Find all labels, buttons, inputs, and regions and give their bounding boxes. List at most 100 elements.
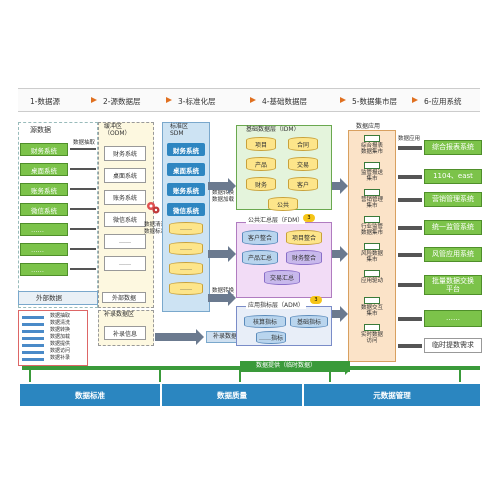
idm-title: 基础数据层（IDM） <box>246 126 300 133</box>
idm-item: 交易 <box>288 157 318 171</box>
app-item: 风管应用系统 <box>424 247 482 262</box>
legend-label: 数据转换 <box>50 327 71 333</box>
source-item: 财务系统 <box>20 143 68 156</box>
fdm-item: 产品汇总 <box>242 250 278 265</box>
clean-label: 数据清洗 数据标准化 <box>144 222 172 235</box>
source-item: 微信系统 <box>20 203 68 216</box>
stage-label: 5-数据集市层 <box>352 97 397 106</box>
stage-label: 3-标准化层 <box>178 97 216 106</box>
fdm-item: 项目整合 <box>286 230 322 245</box>
legend-label: 数据抽取 <box>50 313 71 319</box>
legend-label: 数据加载 <box>50 334 71 340</box>
stage-label: 6-应用系统 <box>424 97 462 106</box>
legend-arrow-icon <box>22 337 44 340</box>
supplement-item: 补录信息 <box>104 326 146 340</box>
mart-label: 实时数据 访问 <box>360 332 383 345</box>
mart-label: 综合报表 数据集市 <box>360 143 383 156</box>
ods-gear-icon <box>146 200 160 214</box>
app-arrow-icon <box>398 316 422 321</box>
ods-item: 微信系统 <box>104 212 146 227</box>
app-arrow-icon <box>398 225 422 230</box>
bottom-arrow-label: 数据提供（临时数据） <box>256 362 317 369</box>
app-item: 批量数据交换 平台 <box>424 275 482 295</box>
bottom-arrow-label-box <box>240 361 350 372</box>
source-item: 桌面系统 <box>20 163 68 176</box>
app-item: 临时提数需求 <box>424 338 482 353</box>
badge-icon-2: 3 <box>310 296 322 304</box>
idm-item: 产品 <box>246 157 276 171</box>
source-arrow-icon <box>70 148 96 150</box>
bottom-bar-standards: 数据标准 <box>20 384 160 406</box>
ods-item: 桌面系统 <box>104 168 146 183</box>
legend-arrow-icon <box>22 344 44 347</box>
fdm-item: 财务整合 <box>286 250 322 265</box>
fdm-item: 客户整合 <box>242 230 278 245</box>
idm-item: 合同 <box>288 137 318 151</box>
legend-arrow-icon <box>22 351 44 354</box>
legend-arrow-icon <box>22 323 44 326</box>
sdm-placeholder: …… <box>169 242 203 255</box>
source-arrow-icon <box>70 208 96 210</box>
source-panel <box>18 122 98 308</box>
mart-icon <box>364 270 380 277</box>
legend-label: 数据清洗 <box>50 320 71 326</box>
transform-label-1: 数据转换 数据加载 <box>212 190 235 203</box>
external-source-label: 外部数据 <box>36 294 62 302</box>
adm-item: ……指标 <box>256 331 286 344</box>
supplement-data-label: 补录数据 <box>213 333 238 340</box>
bottom-bar-metadata: 元数据管理 <box>304 384 480 406</box>
app-arrow-icon <box>398 283 422 287</box>
mart-icon <box>364 189 380 196</box>
mart-label: 风险数据 集市 <box>360 251 383 264</box>
mart-label: 营销管理 集市 <box>360 197 383 210</box>
idm-item: 客户 <box>288 177 318 191</box>
sdm-placeholder: …… <box>169 282 203 295</box>
source-arrow-icon <box>70 268 96 270</box>
source-item: …… <box>20 223 68 236</box>
stage-arrow-icon <box>340 97 346 103</box>
source-arrow-icon <box>70 248 96 250</box>
mart-icon <box>364 162 380 169</box>
sdm-title: 标准区 SDM <box>170 123 189 138</box>
sdm-item: 财务系统 <box>167 143 205 156</box>
app-item: 营销管理系统 <box>424 192 482 207</box>
source-item: …… <box>20 263 68 276</box>
sdm-item: 账务系统 <box>167 183 205 196</box>
stage-arrow-icon <box>412 97 418 103</box>
source-arrow-icon <box>70 228 96 230</box>
app-arrow-icon <box>398 197 422 202</box>
app-item: 统一监管系统 <box>424 220 482 235</box>
adm-item: 核算指标 <box>244 315 286 328</box>
ods-item: …… <box>104 234 146 249</box>
legend-arrow-icon <box>22 358 44 361</box>
legend-arrow-icon <box>22 330 44 333</box>
source-arrow-icon <box>70 168 96 170</box>
app-arrow-icon <box>398 252 422 257</box>
stage-arrow-icon <box>91 97 97 103</box>
stage-label: 1-数据源 <box>30 97 60 106</box>
stage-arrow-icon <box>166 97 172 103</box>
mart-label: 行业监管 数据集市 <box>360 224 383 237</box>
app-arrow-icon <box>398 174 422 179</box>
ods-item: 财务系统 <box>104 146 146 161</box>
app-arrow-icon <box>398 145 422 150</box>
external-source-box <box>18 291 98 305</box>
app-arrow-icon <box>398 343 422 348</box>
fdm-item: 交易汇总 <box>264 270 300 285</box>
source-arrow-icon <box>70 188 96 190</box>
ods-title: 缓冲区 （ODM） <box>104 123 131 138</box>
stage-label: 2-源数据层 <box>103 97 141 106</box>
sdm-item: 微信系统 <box>167 203 205 216</box>
mart-label: 应用驱动 <box>360 278 383 284</box>
idm-item: 财务 <box>246 177 276 191</box>
app-item: …… <box>424 310 482 327</box>
mart-icon <box>364 297 380 304</box>
mart-label: 监管报送 集市 <box>360 170 383 183</box>
fdm-title: 公共汇总层（FDM） <box>246 217 306 224</box>
legend-label: 数据访问 <box>50 348 71 354</box>
extract-label: 数据抽取 <box>73 140 96 146</box>
mart-icon <box>364 216 380 223</box>
idm-item: 项目 <box>246 137 276 151</box>
source-item: 账务系统 <box>20 183 68 196</box>
ods-item: 账务系统 <box>104 190 146 205</box>
